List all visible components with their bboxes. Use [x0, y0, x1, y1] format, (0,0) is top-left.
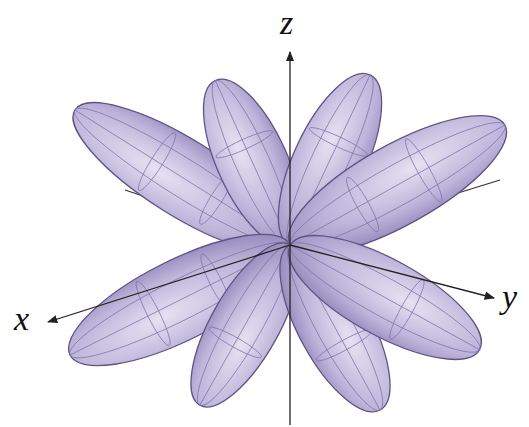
- z-axis: [289, 52, 290, 425]
- orbital-lobes: [52, 60, 524, 427]
- axis-label: y: [502, 280, 517, 314]
- axis-label: x: [14, 302, 29, 336]
- y-axis: [290, 245, 494, 298]
- axis-label: z: [280, 6, 293, 40]
- x-axis: [48, 245, 290, 322]
